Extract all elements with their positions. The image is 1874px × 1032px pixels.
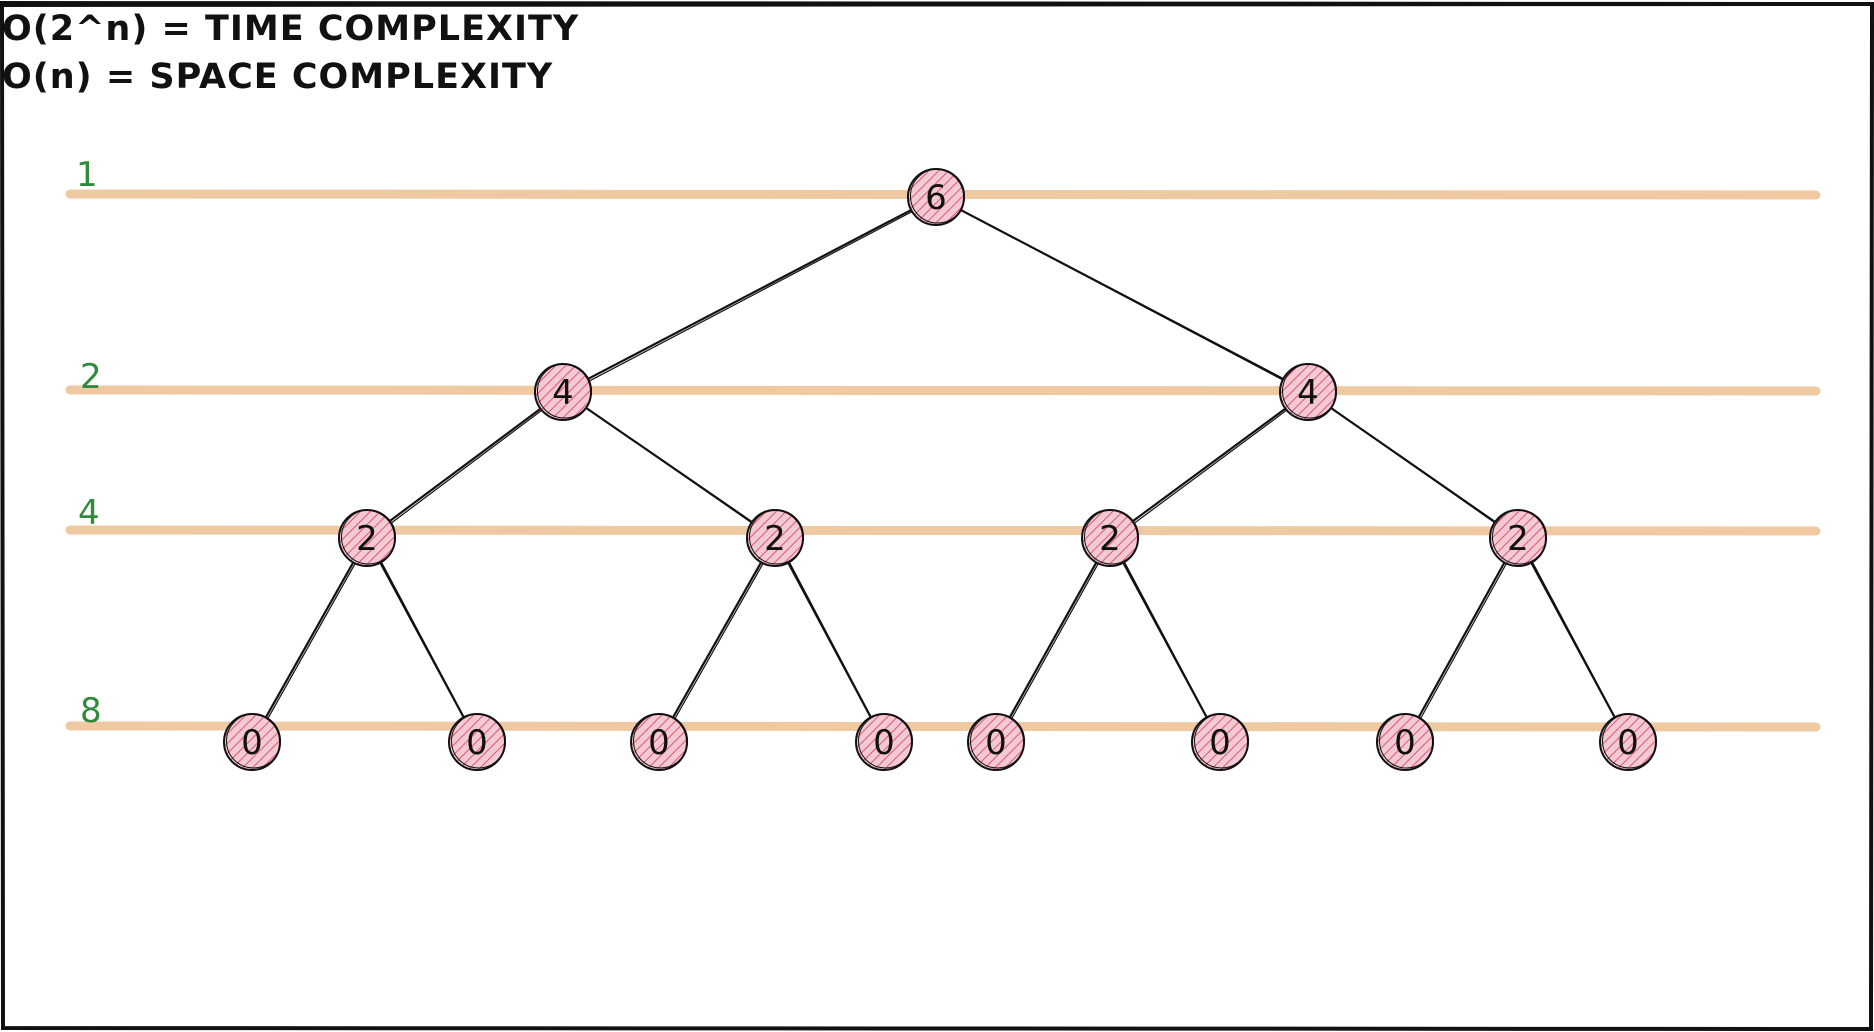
tree-node: 6 <box>907 168 965 226</box>
space-complexity-note: O(n) = SPACE COMPLEXITY <box>2 57 553 97</box>
edge-n0-n2 <box>958 208 1287 383</box>
tree-node: 0 <box>1376 713 1434 771</box>
node-value-label: 2 <box>764 519 786 559</box>
tree-node: 2 <box>1081 509 1139 567</box>
level-count-label-0: 1 <box>76 155 98 195</box>
level-count-label-3: 8 <box>80 691 102 731</box>
edge-n2-n5 <box>1130 406 1290 526</box>
node-value-label: 0 <box>1617 723 1639 763</box>
node-value-label: 0 <box>241 723 263 763</box>
edge-n1-n3 <box>387 406 545 525</box>
level-line-2 <box>65 525 1821 536</box>
node-value-label: 2 <box>356 519 378 559</box>
node-value-label: 2 <box>1507 519 1529 559</box>
node-value-label: 0 <box>1209 723 1231 763</box>
edge-n3-n7 <box>263 560 357 722</box>
edge-n4-n10 <box>786 560 874 722</box>
node-value-label: 0 <box>985 723 1007 763</box>
edge-n4-n9 <box>670 560 765 722</box>
node-value-label: 4 <box>552 373 574 413</box>
edge-n6-n14 <box>1529 560 1618 722</box>
node-value-label: 0 <box>1394 723 1416 763</box>
tree-node: 2 <box>338 509 396 567</box>
tree-node: 0 <box>1191 713 1249 771</box>
node-value-label: 0 <box>648 723 670 763</box>
tree-node: 0 <box>223 713 281 771</box>
tree-node: 0 <box>630 713 688 771</box>
edge-n5-n12 <box>1121 560 1210 722</box>
tree-node: 0 <box>967 713 1025 771</box>
time-complexity-note: O(2^n) = TIME COMPLEXITY <box>2 9 579 49</box>
node-value-label: 2 <box>1099 519 1121 559</box>
edge-n1-n4 <box>583 405 756 526</box>
tree-node: 4 <box>1279 363 1337 421</box>
level-count-label-1: 2 <box>80 357 102 397</box>
tree-nodes: 6 4 4 2 2 2 2 0 0 0 0 0 0 0 0 <box>223 168 1657 771</box>
level-line-3 <box>65 721 1821 732</box>
edge-n2-n6 <box>1328 405 1499 526</box>
tree-node: 0 <box>448 713 506 771</box>
edge-n0-n1 <box>585 208 916 383</box>
tree-node: 0 <box>855 713 913 771</box>
edge-n5-n11 <box>1007 560 1100 722</box>
tree-node: 2 <box>1489 509 1547 567</box>
edge-n3-n8 <box>378 560 467 722</box>
node-value-label: 4 <box>1297 373 1319 413</box>
level-guides: 1 2 4 8 <box>65 155 1821 732</box>
tree-node: 2 <box>746 509 804 567</box>
tree-edges <box>263 208 1618 722</box>
tree-node: 4 <box>534 363 592 421</box>
node-value-label: 0 <box>466 723 488 763</box>
level-count-label-2: 4 <box>78 493 100 533</box>
level-line-1 <box>65 385 1821 396</box>
node-value-label: 6 <box>925 178 947 218</box>
edge-n6-n13 <box>1416 560 1508 722</box>
node-value-label: 0 <box>873 723 895 763</box>
tree-node: 0 <box>1599 713 1657 771</box>
